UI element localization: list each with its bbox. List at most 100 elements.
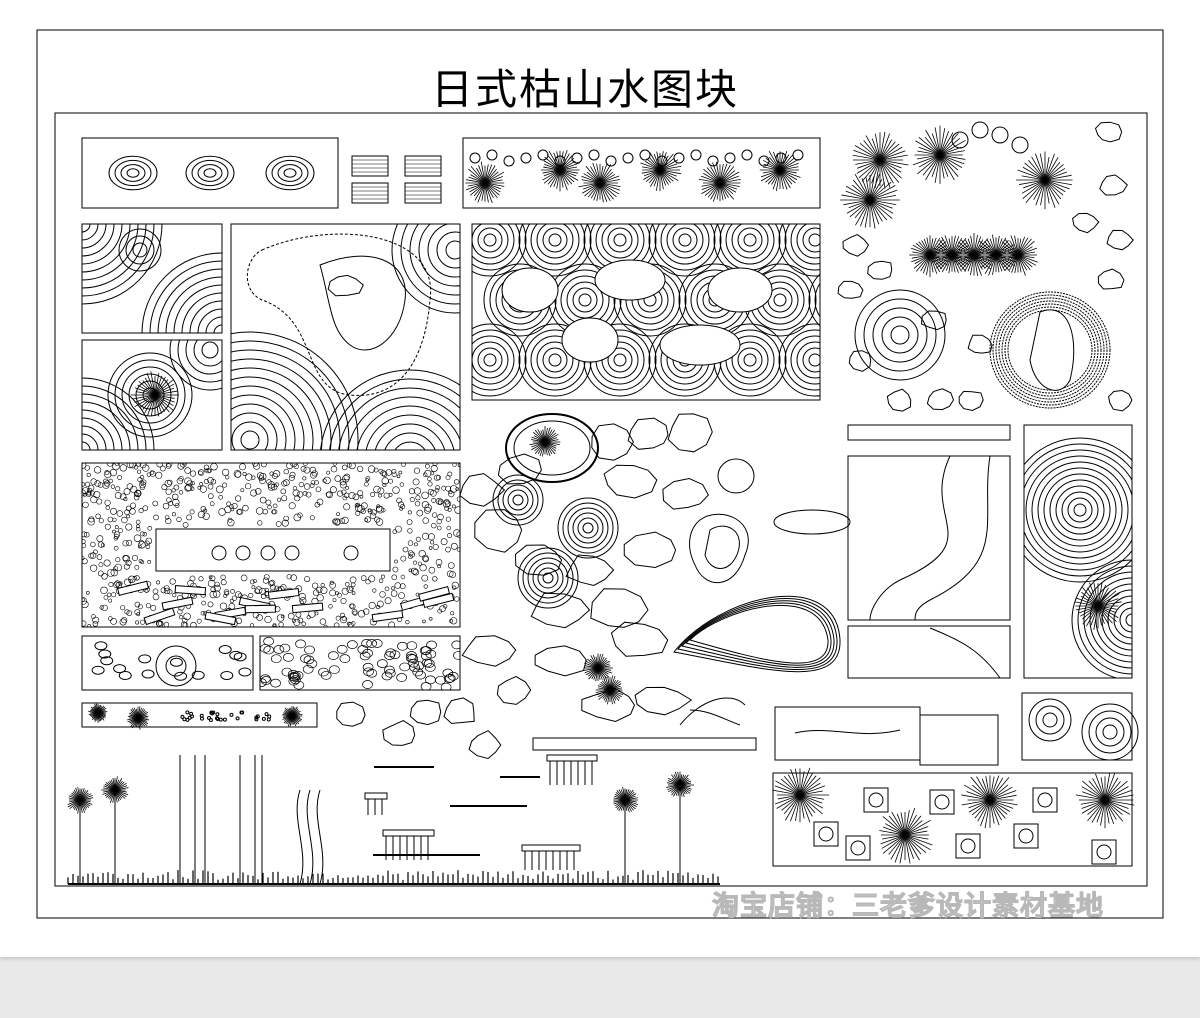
pine-needle [701,182,721,191]
raked-ring [778,224,820,277]
pine-needle [719,182,729,198]
shrub-circle [469,152,481,164]
pine-needle [779,169,801,178]
pebble [185,717,190,722]
pine-needle [779,162,799,171]
pine-needle [973,254,979,276]
shrub-circle [537,149,549,161]
pebble [407,528,413,534]
pebble [423,472,428,477]
raked-ring [472,224,527,277]
pine-needle [559,158,575,171]
raked-ring [1024,437,1132,583]
pebble [320,586,328,595]
pebble [430,540,435,545]
raked-ring [193,340,222,367]
pine-needle [1097,605,1119,619]
pebble [161,484,168,491]
pine-needle [879,146,903,161]
pine-needle [879,154,908,161]
pine-needle [904,815,922,836]
pebble [266,717,271,722]
pebble [165,517,172,525]
pebble [129,463,136,469]
pebble [383,492,390,499]
rock-outline [627,417,669,450]
pine-tree-symbol [282,706,303,727]
cobble [424,663,436,672]
pebble [437,608,443,614]
cobble [270,654,282,664]
pine-needle [979,245,997,256]
pebble [257,520,263,526]
pebble [138,540,146,549]
pine-needle [1097,590,1117,607]
raked-ring [578,293,592,307]
pine-needle [1017,169,1046,181]
pebble [272,503,278,509]
pine-needle [719,171,740,184]
pebble [236,509,242,515]
raked-ring [1035,705,1065,735]
pine-needle [929,248,948,256]
pebble [267,505,272,510]
pebble [339,518,345,524]
pine-needle [944,235,953,256]
pebble [421,532,429,540]
pine-needle [915,140,941,156]
pebble [305,491,312,498]
pine-needle [848,199,871,209]
pebble [445,516,451,522]
pebble [134,609,141,616]
cobble [381,671,393,681]
pebble [363,608,370,615]
pebble [427,481,433,487]
pine-needle [1086,605,1099,627]
rock-outline [336,701,366,727]
raked-ring [607,347,633,373]
pine-needle [869,189,898,201]
pebble [283,479,290,486]
pebble [375,505,383,512]
raked-ring [231,394,296,450]
pebble [281,495,288,502]
rock-outline [848,350,872,372]
pine-needle [968,799,991,809]
pine-row [465,149,804,204]
pine-needle [939,154,966,160]
pebble [329,580,334,585]
pine-needle [544,441,557,452]
cobble [263,636,274,646]
pine-needle [973,254,993,267]
pebble [145,603,151,609]
pebble [99,605,104,610]
pebble [164,515,170,520]
pine-needle [989,799,1000,826]
pebble [443,498,450,505]
pine-needle [544,441,553,455]
pine-needle [1022,179,1046,200]
pebble [119,464,127,472]
pine-needle [951,254,959,274]
panel-circle-field [471,223,821,401]
pebble [410,567,418,575]
pebble [126,463,134,469]
raked-ring [802,227,820,253]
pine-needle [989,794,1017,801]
pine-needle [783,775,801,796]
raked-ring [427,224,460,278]
pine-needle [933,251,953,256]
pine-needle [1076,597,1099,607]
planter-box [1013,823,1039,849]
pine-needle [559,169,579,181]
raked-ring [854,289,946,381]
rock-outline [1106,229,1134,251]
pine-needle [481,182,486,201]
pine-needle [138,381,156,396]
pine-needle [1044,179,1050,204]
pebble [88,552,94,559]
rock-outline [842,234,870,257]
pebble [86,487,93,494]
raked-ring [1081,703,1139,761]
pine-tree-symbol [595,675,624,705]
